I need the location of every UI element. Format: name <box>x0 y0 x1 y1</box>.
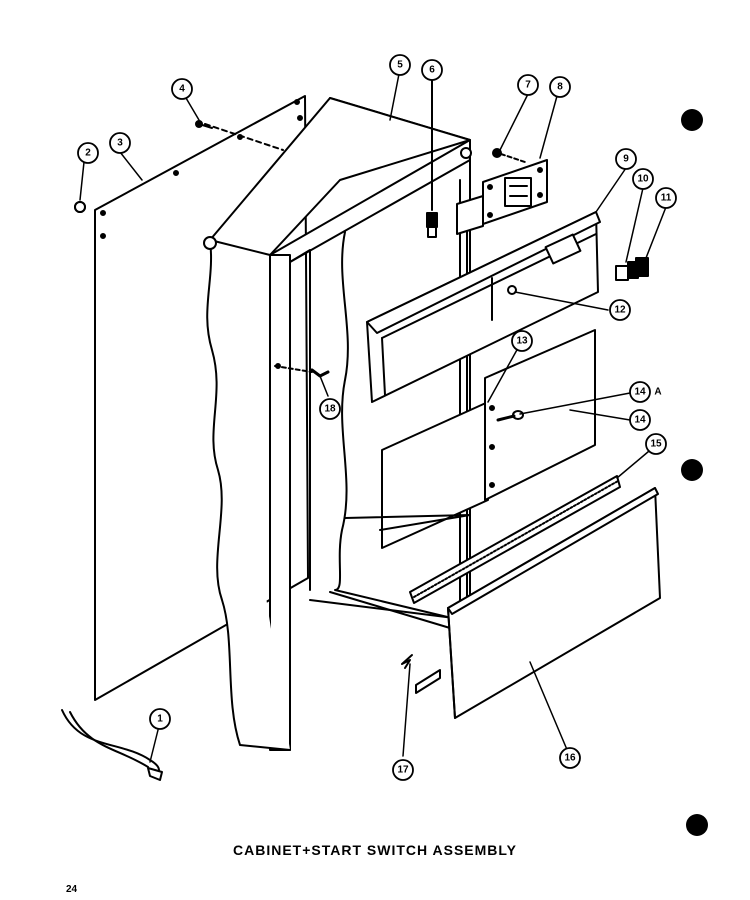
binder-hole-bottom <box>686 814 708 836</box>
svg-text:17: 17 <box>397 765 409 776</box>
svg-text:3: 3 <box>117 138 123 149</box>
callout-3: 3 <box>109 132 131 154</box>
callout-14a: 14 A <box>629 381 662 403</box>
callout-9: 9 <box>615 148 637 170</box>
svg-text:16: 16 <box>564 753 576 764</box>
svg-text:11: 11 <box>661 193 672 204</box>
svg-text:15: 15 <box>650 439 662 450</box>
callout-12: 12 <box>609 299 631 321</box>
panel-screw <box>195 120 213 129</box>
lamp-socket <box>615 257 649 281</box>
panel-screw-14a <box>496 410 524 422</box>
callout-16: 16 <box>559 747 581 769</box>
svg-text:8: 8 <box>557 82 563 93</box>
callout-15: 15 <box>645 433 667 455</box>
door-panel <box>447 487 661 719</box>
svg-text:6: 6 <box>429 65 435 76</box>
door-clip <box>401 654 441 694</box>
svg-text:4: 4 <box>179 84 185 95</box>
hinge-bracket <box>456 159 548 235</box>
svg-text:18: 18 <box>324 404 336 415</box>
svg-text:1: 1 <box>157 714 163 725</box>
panel-nut <box>74 201 86 213</box>
callout-11: 11 <box>655 187 677 209</box>
callout-4: 4 <box>171 78 193 100</box>
callout-2: 2 <box>77 142 99 164</box>
svg-text:12: 12 <box>614 305 626 316</box>
svg-text:5: 5 <box>397 60 403 71</box>
page-number: 24 <box>66 884 78 895</box>
callout-10: 10 <box>632 168 654 190</box>
svg-text:10: 10 <box>637 174 649 185</box>
svg-text:13: 13 <box>516 336 528 347</box>
binder-hole-middle <box>681 459 703 481</box>
mounting-panel <box>484 329 596 501</box>
svg-text:7: 7 <box>525 80 531 91</box>
callout-13: 13 <box>511 330 533 352</box>
svg-text:14: 14 <box>634 387 646 398</box>
callout-8: 8 <box>549 76 571 98</box>
svg-text:14: 14 <box>634 415 646 426</box>
callout-14a-suffix: A <box>654 387 661 398</box>
callout-17: 17 <box>392 759 414 781</box>
svg-text:2: 2 <box>85 148 91 159</box>
binder-hole-top <box>681 109 703 131</box>
callout-7: 7 <box>517 74 539 96</box>
callout-5: 5 <box>389 54 411 76</box>
start-switch <box>426 79 438 238</box>
power-cord <box>61 709 163 781</box>
svg-text:9: 9 <box>623 154 629 165</box>
callout-6: 6 <box>421 59 443 81</box>
gasket-strip <box>409 475 621 604</box>
leader-lines <box>79 73 667 763</box>
trim-plate <box>344 401 489 549</box>
callout-18: 18 <box>319 398 341 420</box>
diagram-caption: CABINET+START SWITCH ASSEMBLY <box>233 842 517 858</box>
control-panel-housing <box>366 211 601 403</box>
bracket-screw <box>492 148 526 163</box>
callout-1: 1 <box>149 708 171 730</box>
callout-14: 14 <box>629 409 651 431</box>
